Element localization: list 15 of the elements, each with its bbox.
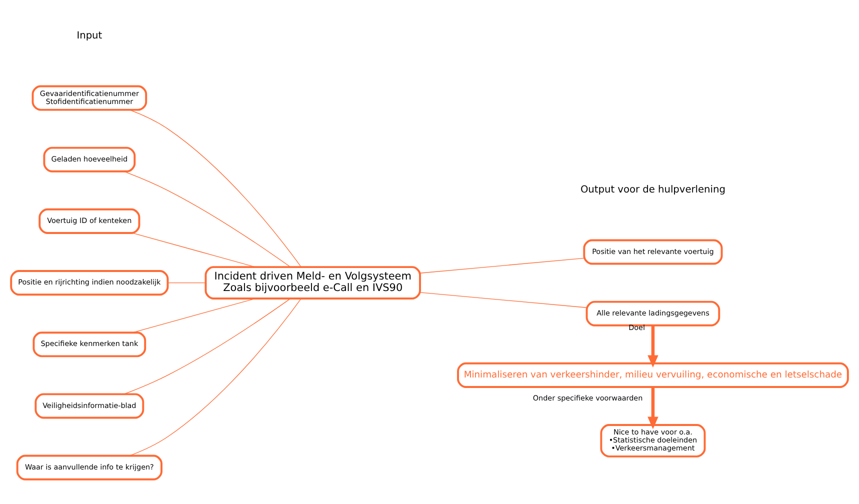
label: Output voor de hulpverlening xyxy=(580,184,726,196)
connector xyxy=(132,232,256,268)
arrow xyxy=(648,325,658,368)
connector xyxy=(420,258,584,274)
label: Input xyxy=(76,30,102,42)
node-box: Minimaliseren van verkeershinder, milieu vervuiling, economische en letselschade xyxy=(457,362,849,388)
node-box: Incident driven Meld- en Volgsysteem Zoals bijvoorbeeld e-Call en IVS90 xyxy=(204,266,421,300)
arrow xyxy=(648,386,658,430)
connector xyxy=(132,298,256,333)
connector xyxy=(124,298,291,394)
connector xyxy=(420,292,587,308)
connector xyxy=(129,298,302,456)
connector xyxy=(167,282,206,284)
connector xyxy=(124,171,291,268)
connector xyxy=(129,109,302,268)
